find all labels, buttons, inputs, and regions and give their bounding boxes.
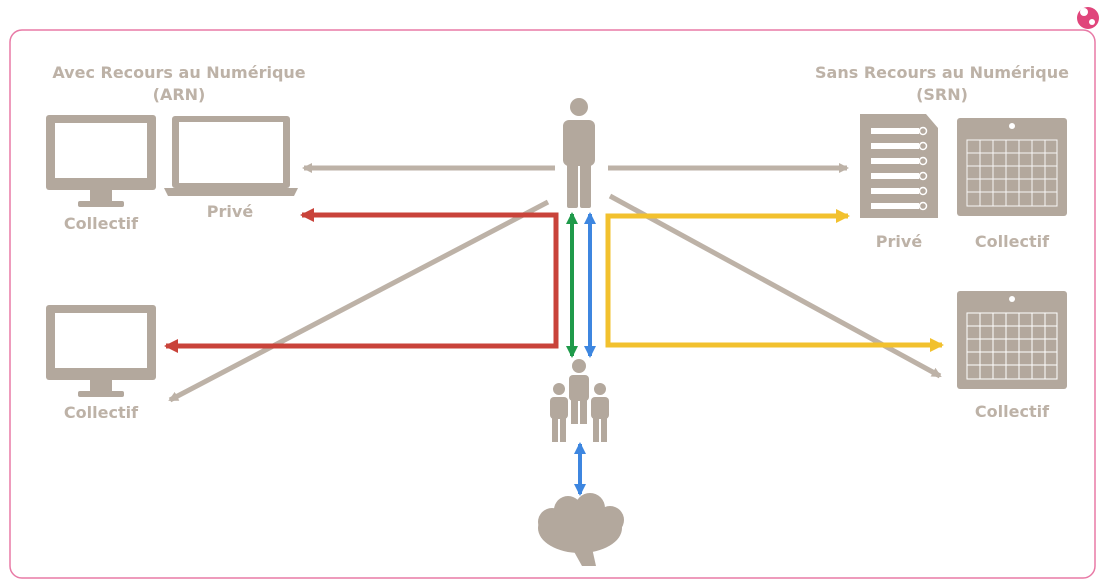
yellow-arrow-to-binder	[605, 209, 850, 344]
group-icon	[550, 359, 609, 442]
label-left-bottom-monitor: Collectif	[63, 403, 139, 422]
logo-icon	[1077, 7, 1099, 29]
calendar-icon	[957, 118, 1067, 216]
calendar-icon	[957, 291, 1067, 389]
label-left-laptop: Privé	[206, 202, 254, 221]
red-arrow-to-laptop	[300, 208, 559, 344]
yellow-arrow-to-calendar	[605, 338, 944, 352]
red-arrow-to-left-monitor	[164, 339, 559, 353]
monitor-icon	[46, 305, 156, 397]
label-right-binder: Privé	[875, 232, 923, 251]
monitor-icon	[46, 115, 156, 207]
laptop-icon	[164, 116, 298, 196]
label-right-calendar-bottom: Collectif	[974, 402, 1050, 421]
binder-icon	[860, 114, 938, 218]
person-icon	[563, 98, 595, 208]
srn-heading-line1: Sans Recours au Numérique	[815, 63, 1069, 82]
arrow-person-to-right-collectif	[608, 193, 942, 379]
arrow-person-to-left-collectif	[168, 199, 550, 403]
srn-heading-line2: (SRN)	[916, 85, 968, 104]
brain-icon	[538, 493, 624, 566]
arn-heading: Avec Recours au Numérique (ARN)	[20, 62, 338, 106]
frame-border	[9, 29, 1096, 579]
arn-heading-line2: (ARN)	[152, 85, 206, 104]
label-left-top-monitor: Collectif	[63, 214, 139, 233]
arn-heading-line1: Avec Recours au Numérique	[52, 63, 306, 82]
srn-heading: Sans Recours au Numérique (SRN)	[783, 62, 1100, 106]
label-right-calendar-top: Collectif	[974, 232, 1050, 251]
